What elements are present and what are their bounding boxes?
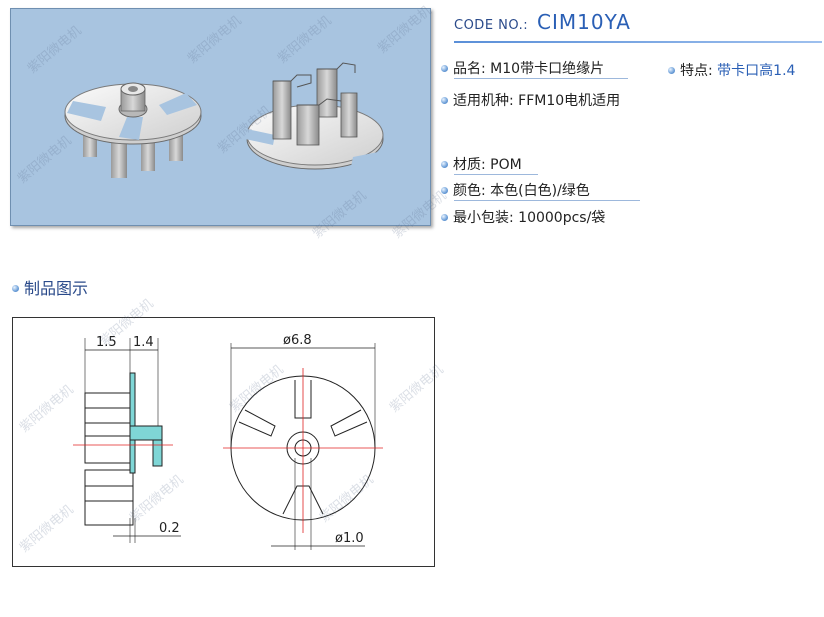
- technical-drawing: 1.5 1.4 0.2 ø6.8 ø1.0 紫阳微电机 紫阳微电机 紫阳微: [12, 296, 447, 567]
- bullet-icon: [441, 64, 448, 72]
- bullet-icon: [668, 66, 675, 74]
- bullet-icon: [12, 285, 19, 292]
- product-code-row: CODE NO.: CIM10YA: [454, 8, 822, 43]
- spec-package: 最小包装: 10000pcs/袋: [441, 207, 605, 227]
- spec-value: M10带卡口绝缘片: [490, 61, 605, 77]
- dim-side-gap: 0.2: [159, 521, 180, 536]
- product-photo: 紫阳微电机 紫阳微电机 紫阳微电机 紫阳微电机 紫阳微电机 紫阳微电机 紫阳微电…: [10, 3, 450, 242]
- side-view: [84, 338, 181, 543]
- product-render: [64, 62, 384, 178]
- spec-value: POM: [490, 157, 522, 173]
- dim-diameter: ø6.8: [283, 333, 312, 348]
- code-divider: [454, 41, 822, 43]
- spec-value: 带卡口高1.4: [717, 63, 796, 79]
- dim-side-left: 1.5: [96, 335, 117, 350]
- spec-name: 品名: M10带卡口绝缘片: [441, 58, 604, 78]
- spec-label: 适用机种:: [453, 93, 514, 109]
- spec-underline: [454, 78, 628, 79]
- spec-value: 10000pcs/袋: [518, 210, 606, 226]
- dim-bore: ø1.0: [335, 531, 364, 546]
- code-label: CODE NO.:: [454, 18, 529, 33]
- spec-usage: 适用机种: FFM10电机适用: [441, 90, 620, 110]
- spec-label: 最小包装:: [453, 210, 514, 226]
- spec-label: 颜色:: [453, 183, 486, 199]
- bullet-icon: [441, 213, 448, 221]
- spec-value: FFM10电机适用: [518, 93, 621, 109]
- bullet-icon: [441, 160, 448, 168]
- bullet-icon: [441, 96, 448, 104]
- section-heading: 制品图示: [12, 275, 88, 299]
- render-part-left: [64, 82, 202, 178]
- spec-value: 本色(白色)/绿色: [490, 183, 590, 199]
- spec-color: 颜色: 本色(白色)/绿色: [441, 180, 590, 200]
- spec-label: 品名:: [453, 61, 486, 77]
- dim-side-right: 1.4: [133, 335, 154, 350]
- section-title: 制品图示: [24, 279, 89, 298]
- spec-label: 特点:: [680, 63, 713, 79]
- spec-material: 材质: POM: [441, 154, 522, 174]
- spec-underline: [454, 200, 640, 201]
- code-value: CIM10YA: [537, 10, 631, 34]
- bullet-icon: [441, 186, 448, 194]
- render-part-right: [245, 62, 384, 170]
- spec-underline: [454, 174, 538, 175]
- drawing-canvas: 1.5 1.4 0.2 ø6.8 ø1.0: [73, 333, 383, 550]
- spec-label: 材质:: [453, 157, 486, 173]
- spec-feature: 特点: 带卡口高1.4: [668, 60, 795, 80]
